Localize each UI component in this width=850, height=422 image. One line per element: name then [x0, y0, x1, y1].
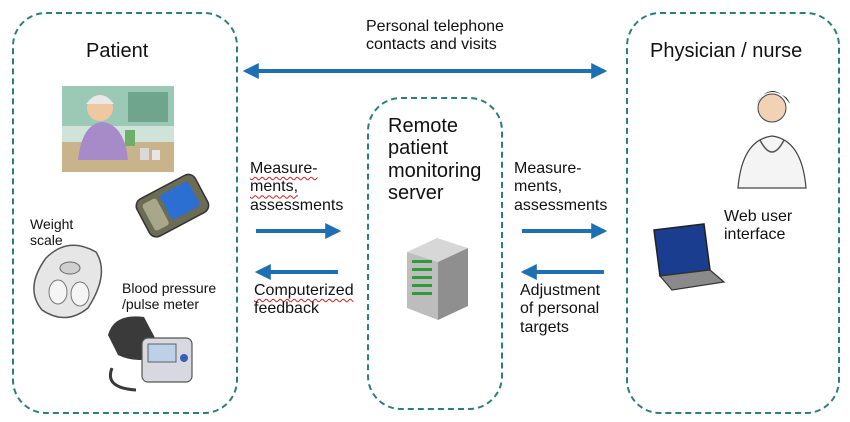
- server-box: [367, 97, 503, 410]
- physician-box: [626, 12, 840, 414]
- blood-pressure-meter-illustration: [108, 316, 193, 392]
- web-ui-label: Web user interface: [724, 208, 793, 244]
- server-title: Remote patient monitoring server: [388, 115, 482, 205]
- left-measurements-line-3: assessments: [250, 196, 344, 214]
- right-measurements-label: Measure- ments, assessments: [514, 160, 608, 214]
- elderly-patient-illustration: [62, 86, 174, 172]
- bp-meter-label: Blood pressure /pulse meter: [122, 280, 217, 313]
- adjustment-label: Adjustment of personal targets: [520, 282, 601, 336]
- weight-scale-label: Weight scale: [30, 216, 74, 249]
- physician-illustration: [737, 91, 807, 189]
- left-measurements-line-1: Measure-: [250, 160, 318, 177]
- left-measurements-label: Measure- ments, assessments: [250, 160, 343, 215]
- server-icon: [407, 238, 468, 320]
- patient-box: [12, 12, 238, 414]
- computerized-feedback-label: Computerized feedback: [254, 282, 354, 319]
- physician-title: Physician / nurse: [650, 40, 803, 62]
- mobile-phone-illustration: [135, 173, 210, 238]
- weight-scale-illustration: [33, 244, 103, 319]
- laptop-icon: [653, 223, 726, 291]
- personal-contact-label: Personal telephone contacts and visits: [366, 18, 504, 54]
- patient-title: Patient: [86, 40, 149, 62]
- left-measurements-line-2: ments,: [250, 178, 299, 196]
- computerized-feedback-line-1: Computerized: [254, 282, 354, 299]
- computerized-feedback-line-2: feedback: [254, 300, 319, 318]
